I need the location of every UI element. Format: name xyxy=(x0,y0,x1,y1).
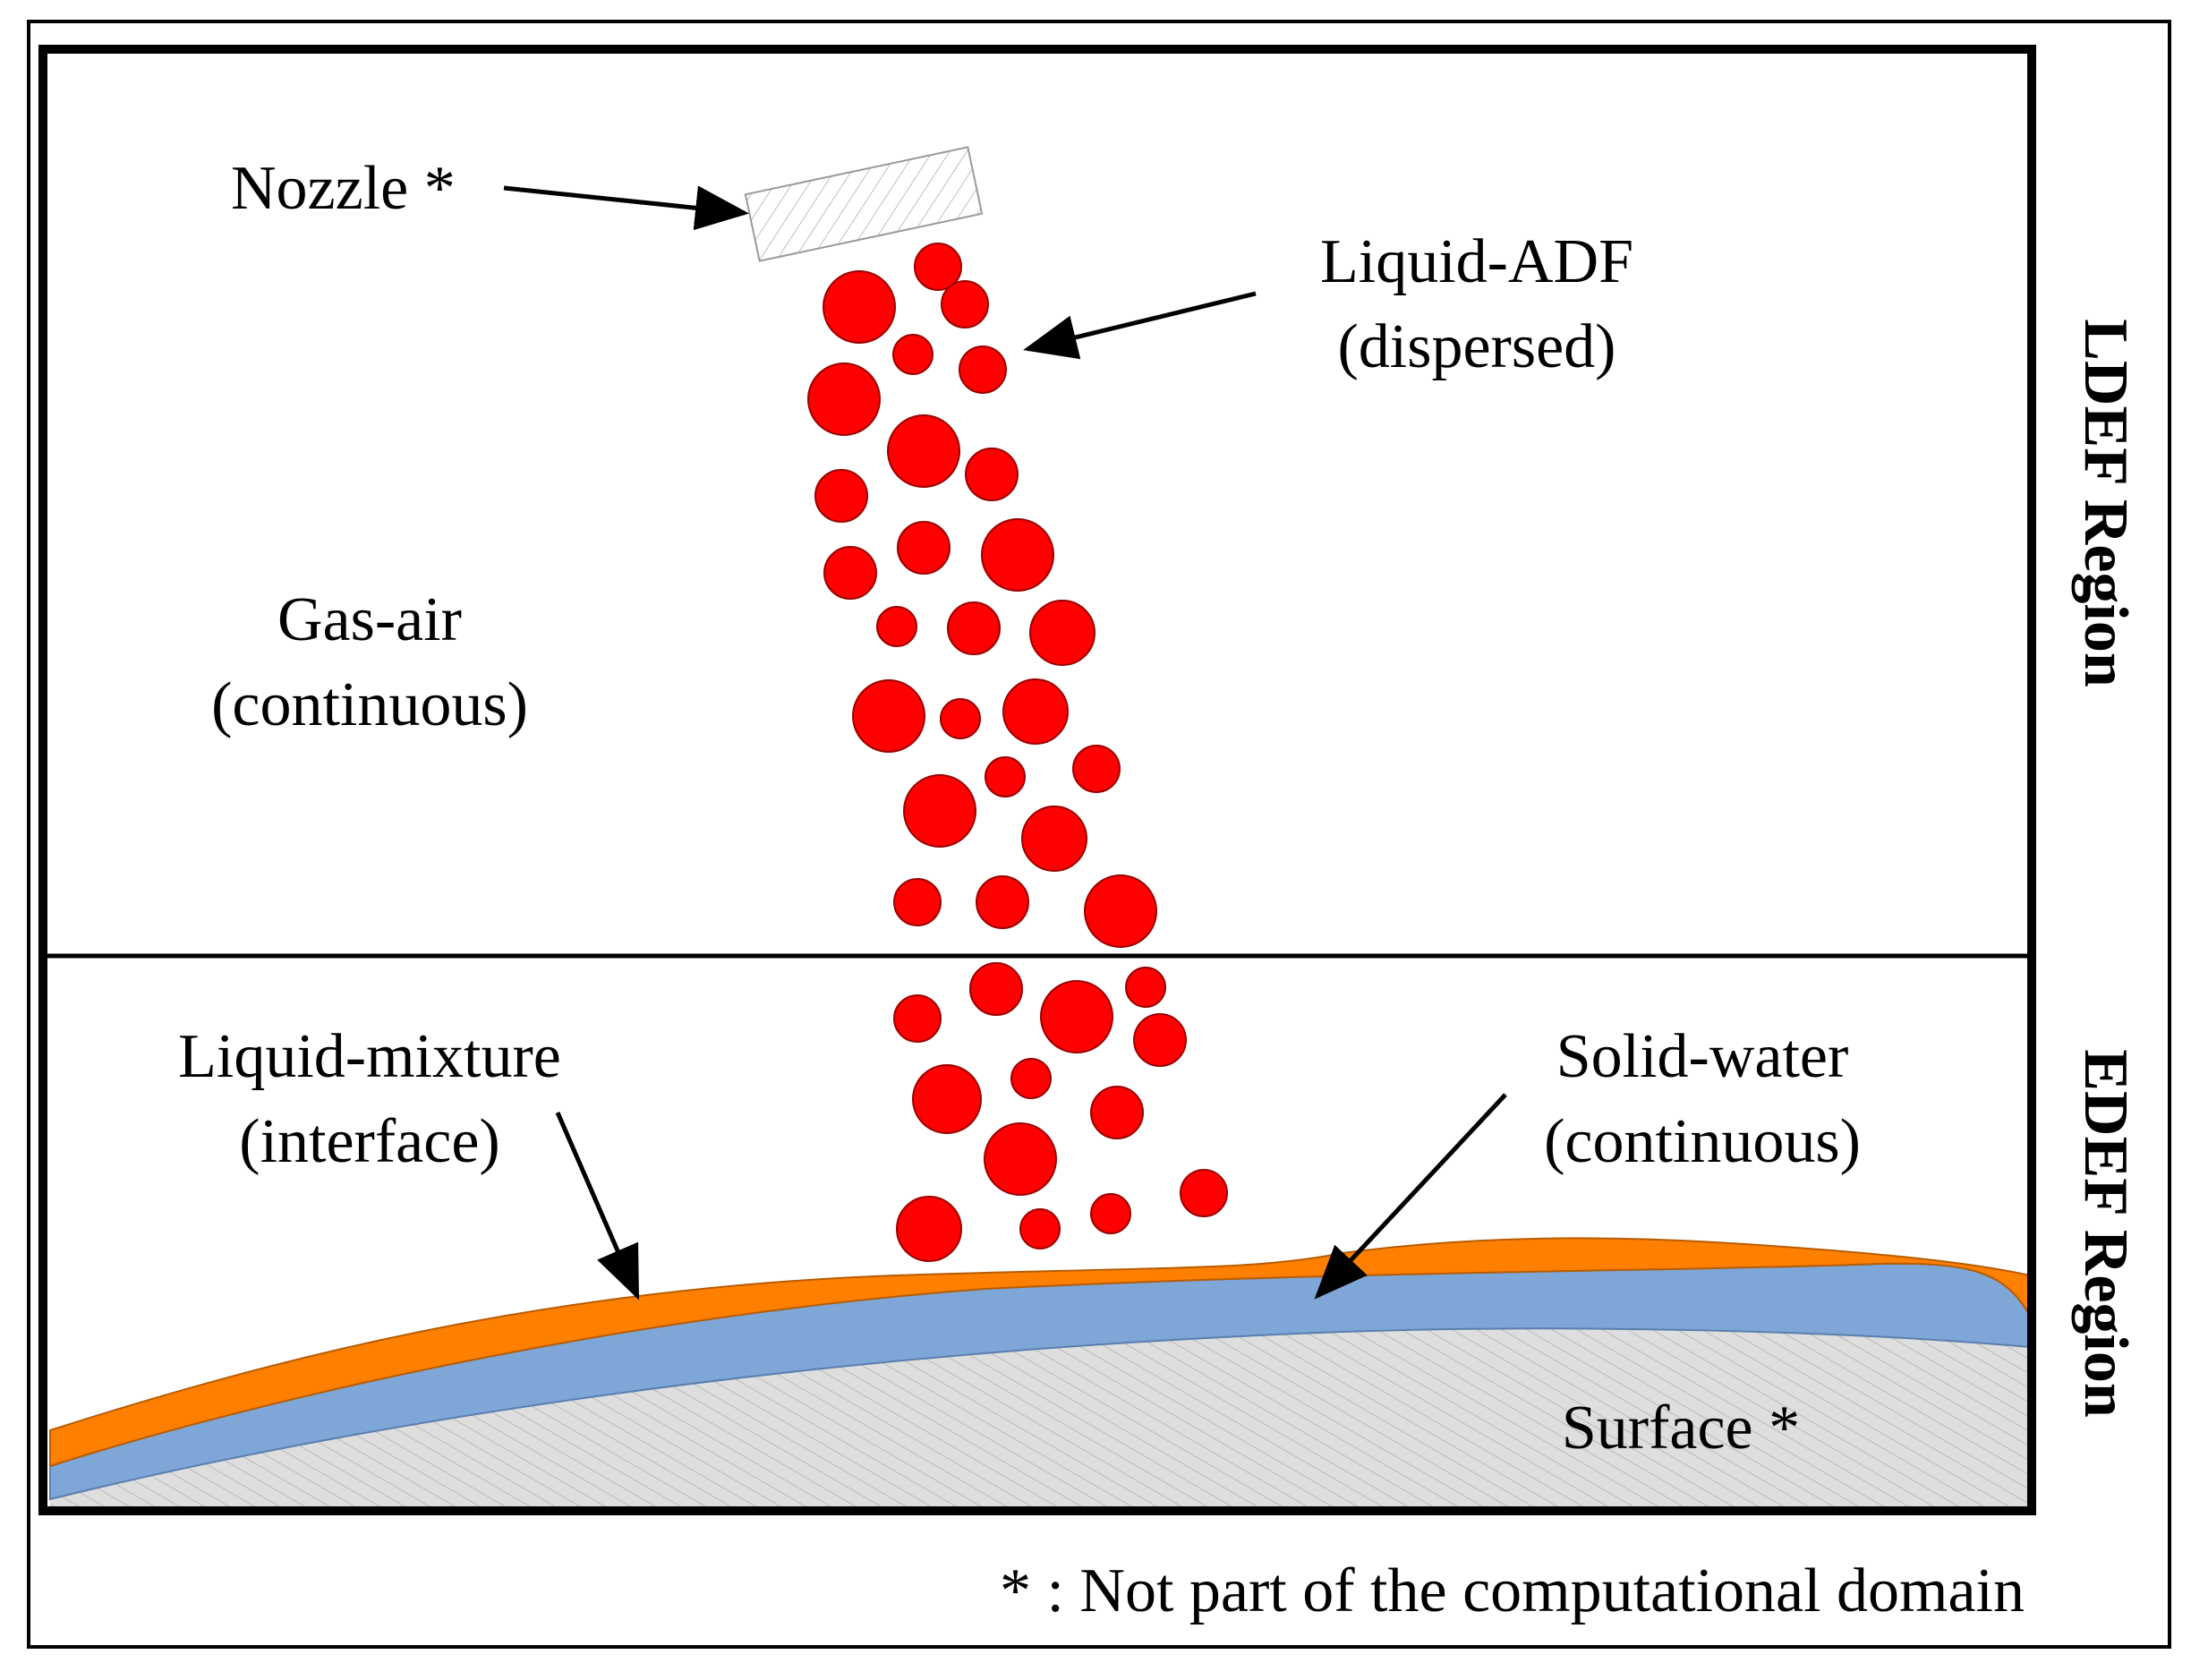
droplet xyxy=(985,756,1026,797)
droplet xyxy=(852,679,925,753)
droplet xyxy=(941,280,989,328)
liquid-mixture-label: Liquid-mixture xyxy=(178,1022,561,1091)
liquid-mixture-sublabel: (interface) xyxy=(239,1107,499,1176)
droplet xyxy=(823,270,896,344)
droplet xyxy=(823,546,877,600)
droplet xyxy=(1002,678,1069,745)
footnote: * : Not part of the computational domain xyxy=(1000,1556,2025,1625)
droplet xyxy=(1090,1086,1144,1139)
droplet xyxy=(1029,600,1096,666)
gas-air-sublabel: (continuous) xyxy=(211,670,528,739)
nozzle-arrow xyxy=(503,185,749,231)
droplet xyxy=(984,1122,1057,1196)
droplet xyxy=(876,606,917,647)
droplet xyxy=(947,601,1001,655)
droplet xyxy=(1180,1169,1228,1217)
droplet xyxy=(912,1064,982,1134)
droplet xyxy=(965,448,1019,501)
nozzle-label: Nozzle * xyxy=(231,154,456,223)
droplet xyxy=(1072,745,1121,793)
droplet xyxy=(903,774,976,848)
liquid-adf-sublabel: (dispersed) xyxy=(1337,312,1616,381)
droplet xyxy=(807,362,881,436)
computational-domain-frame xyxy=(38,45,2036,1515)
droplet xyxy=(914,243,962,291)
droplet xyxy=(981,518,1054,592)
gas-air-label: Gas-air xyxy=(277,585,462,654)
surface-layer xyxy=(50,1328,2030,1511)
ldef-region-label: LDEF Region xyxy=(2071,319,2140,687)
droplet xyxy=(1019,1208,1061,1249)
solid-water-arrow xyxy=(1314,1093,1507,1300)
droplet xyxy=(976,875,1029,929)
outer-border xyxy=(27,20,2171,1649)
droplet xyxy=(940,698,981,739)
edef-region-label: EDEF Region xyxy=(2071,1049,2140,1418)
liquid-adf-label: Liquid-ADF xyxy=(1320,227,1633,296)
droplet xyxy=(1090,1193,1131,1234)
nozzle xyxy=(744,146,984,262)
droplet xyxy=(969,962,1023,1016)
droplet xyxy=(893,994,942,1043)
droplet xyxy=(959,345,1007,394)
solid-water-label: Solid-water xyxy=(1556,1022,1849,1091)
surface-label: Surface * xyxy=(1562,1394,1800,1463)
droplet xyxy=(1133,1013,1187,1067)
droplet xyxy=(897,521,951,575)
droplets xyxy=(807,243,1228,1262)
droplet xyxy=(1040,980,1113,1053)
liquid-adf-arrow xyxy=(1023,291,1257,360)
droplet xyxy=(893,878,942,926)
liquid-mixture-layer xyxy=(49,1237,2031,1468)
droplet xyxy=(1125,967,1166,1008)
droplet xyxy=(892,334,934,375)
droplet xyxy=(1010,1058,1052,1099)
droplet xyxy=(814,469,868,523)
droplet xyxy=(1084,874,1157,948)
solid-water-sublabel: (continuous) xyxy=(1544,1107,1861,1176)
droplet xyxy=(1021,806,1087,872)
droplet xyxy=(896,1196,962,1262)
droplet xyxy=(887,414,960,488)
liquid-mixture-arrow xyxy=(555,1112,640,1301)
